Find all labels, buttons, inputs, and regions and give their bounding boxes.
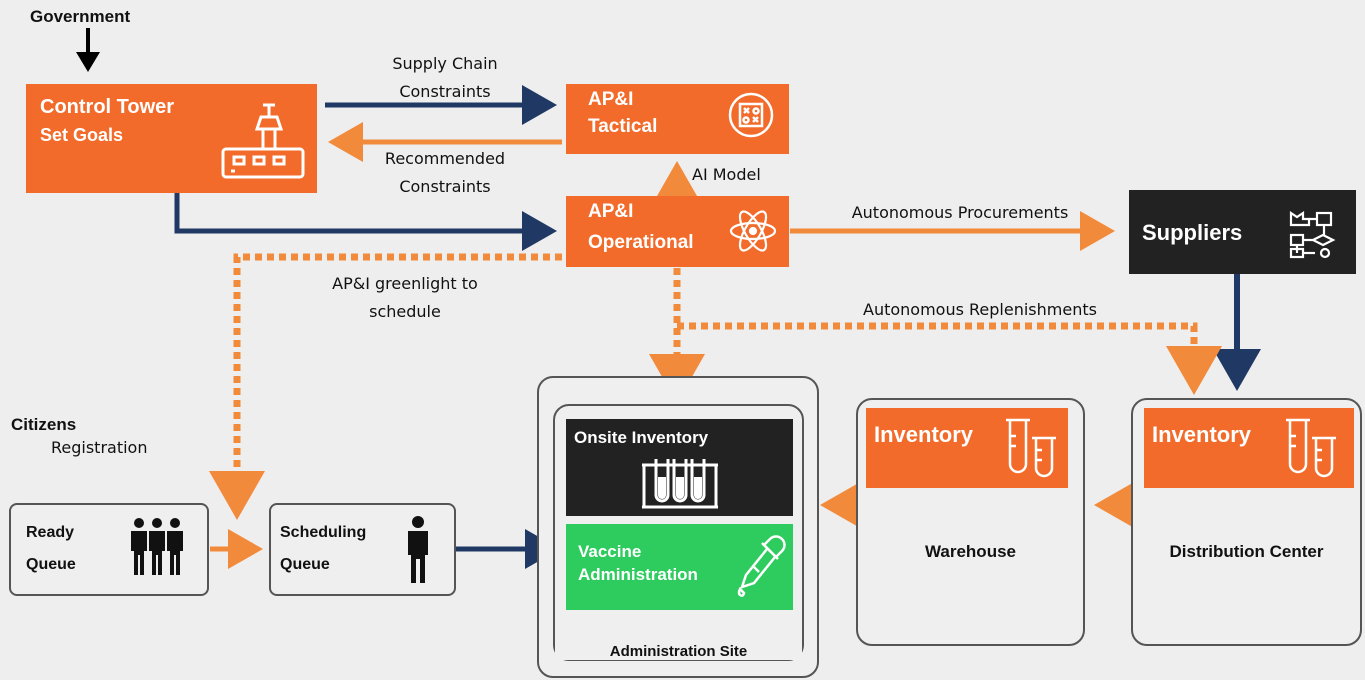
control-tower-box: Control Tower Set Goals bbox=[26, 84, 317, 193]
dc-inventory-label: Inventory bbox=[1152, 422, 1252, 447]
label-supply-chain-1: Supply Chain bbox=[392, 54, 498, 73]
arrow-autonomous-replenishments bbox=[677, 322, 1222, 395]
vaccine-administration-box: Vaccine Administration bbox=[566, 524, 793, 610]
control-tower-subtitle: Set Goals bbox=[40, 125, 124, 145]
onsite-inventory-label: Onsite Inventory bbox=[574, 428, 709, 447]
scheduling-queue-line1: Scheduling bbox=[280, 524, 367, 541]
api-tactical-line2: Tactical bbox=[588, 116, 658, 137]
test-tubes-icon bbox=[1286, 418, 1336, 478]
warehouse-box: Inventory Warehouse bbox=[856, 398, 1085, 646]
person-icon bbox=[408, 516, 428, 583]
label-autonomous-procurements: Autonomous Procurements bbox=[851, 203, 1069, 222]
label-supply-chain-2: Constraints bbox=[399, 82, 491, 101]
ready-queue-line1: Ready bbox=[26, 524, 75, 541]
admin-site-inner: Onsite Inventory Vaccine Administration bbox=[553, 404, 804, 661]
scheduling-queue-line2: Queue bbox=[280, 556, 330, 573]
label-recommended-1: Recommended bbox=[384, 149, 506, 168]
suppliers-label: Suppliers bbox=[1142, 220, 1243, 245]
citizens-subtitle: Registration bbox=[51, 438, 148, 457]
distribution-center-box: Inventory Distribution Center bbox=[1131, 398, 1362, 646]
strategy-icon bbox=[728, 92, 774, 138]
dropper-icon bbox=[737, 535, 786, 597]
dc-inventory-box: Inventory bbox=[1144, 408, 1354, 488]
onsite-inventory-box: Onsite Inventory bbox=[566, 419, 793, 516]
government-label: Government bbox=[30, 7, 131, 26]
control-tower-icon bbox=[221, 103, 305, 179]
vaccine-line2: Administration bbox=[578, 565, 698, 584]
api-tactical-line1: AP&I bbox=[588, 89, 634, 110]
citizens-title: Citizens bbox=[11, 415, 77, 434]
people-group-icon bbox=[131, 518, 183, 575]
api-operational-line2: Operational bbox=[588, 232, 694, 253]
label-recommended-2: Constraints bbox=[399, 177, 491, 196]
label-autonomous-replenishments: Autonomous Replenishments bbox=[863, 300, 1097, 319]
ready-queue-line2: Queue bbox=[26, 556, 76, 573]
label-greenlight-1: AP&I greenlight to bbox=[332, 274, 478, 293]
flowchart-icon bbox=[1289, 210, 1336, 259]
warehouse-inventory-label: Inventory bbox=[874, 422, 974, 447]
admin-site-label: Administration Site bbox=[555, 643, 802, 660]
arrow-goals-operational bbox=[174, 193, 557, 251]
test-tubes-icon bbox=[1006, 418, 1056, 478]
suppliers-box: Suppliers bbox=[1129, 190, 1356, 274]
ready-queue-box: Ready Queue bbox=[9, 503, 209, 596]
api-operational-line1: AP&I bbox=[588, 201, 634, 222]
atom-icon bbox=[729, 210, 777, 252]
label-greenlight-2: schedule bbox=[369, 302, 441, 321]
control-tower-title: Control Tower bbox=[40, 96, 175, 118]
distribution-center-label: Distribution Center bbox=[1169, 542, 1324, 561]
api-tactical-box: AP&I Tactical bbox=[566, 84, 789, 154]
scheduling-queue-box: Scheduling Queue bbox=[269, 503, 456, 596]
arrow-greenlight bbox=[209, 253, 562, 520]
label-ai-model: AI Model bbox=[692, 165, 761, 184]
api-operational-box: AP&I Operational bbox=[566, 196, 789, 267]
warehouse-label: Warehouse bbox=[924, 542, 1016, 561]
warehouse-inventory-box: Inventory bbox=[866, 408, 1068, 488]
test-tubes-icon bbox=[642, 459, 718, 509]
vaccine-line1: Vaccine bbox=[578, 542, 642, 561]
